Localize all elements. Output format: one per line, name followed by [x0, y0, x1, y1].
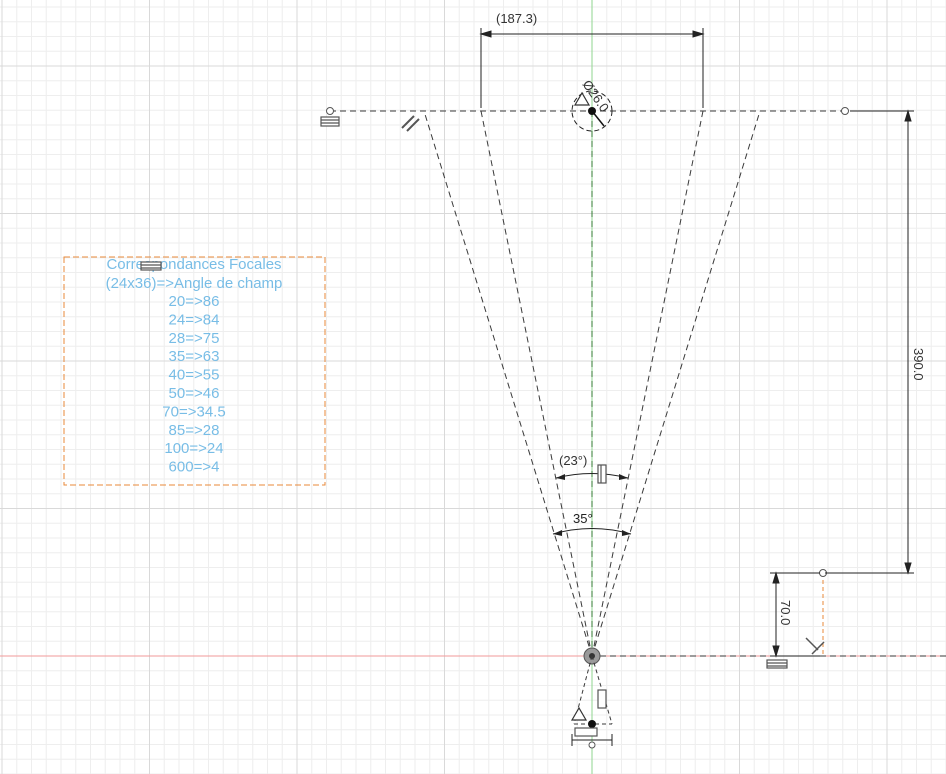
horizontal-constraint-icon[interactable] [140, 261, 162, 271]
height-dimension-label[interactable]: 390.0 [911, 348, 926, 381]
height-dimension[interactable] [825, 109, 914, 575]
focal-table-row: 85=>28 [169, 422, 220, 439]
focal-table-row: 100=>24 [164, 440, 223, 457]
focal-title-2: (24x36)=>Angle de champ [106, 275, 283, 292]
horizontal-constraint-icon[interactable] [320, 116, 340, 127]
diameter-leader [591, 110, 605, 127]
focal-table-row: 50=>46 [169, 385, 220, 402]
focal-table-row: 70=>34.5 [162, 403, 225, 420]
top-circle[interactable] [571, 90, 613, 132]
line-endpoint[interactable] [326, 107, 334, 115]
focal-table-text: Correspondances Focales (24x36)=>Angle d… [106, 256, 283, 476]
vertical-constraint-icon[interactable] [597, 689, 607, 709]
parallel-constraint-icon[interactable] [401, 115, 420, 132]
angle-ref-label[interactable]: (23°) [559, 453, 587, 468]
focal-table-row: 40=>55 [169, 367, 220, 384]
offset-dimension-label[interactable]: 70.0 [778, 600, 793, 625]
bottom-endpoint[interactable] [588, 741, 596, 749]
perpendicular-constraint-icon[interactable] [805, 637, 825, 655]
focal-table-row: 24=>84 [169, 311, 220, 328]
vertical-constraint-icon[interactable] [597, 464, 607, 484]
focal-table-row: 600=>4 [169, 459, 220, 476]
width-dimension[interactable] [479, 28, 705, 108]
horizontal-constraint-icon[interactable] [574, 727, 598, 737]
tangent-constraint-icon[interactable] [570, 706, 588, 721]
angle-label[interactable]: 35° [573, 511, 593, 526]
focal-table-box[interactable] [63, 256, 326, 486]
line-endpoint[interactable] [841, 107, 849, 115]
focal-table-row: 28=>75 [169, 330, 220, 347]
width-dimension-label[interactable]: (187.3) [496, 11, 537, 26]
focal-title-1: Correspondances Focales [106, 256, 281, 273]
focal-table-row: 35=>63 [169, 348, 220, 365]
bottom-circle-center[interactable] [588, 720, 596, 728]
field-of-view-lines[interactable] [423, 110, 761, 657]
bottom-width-dimension[interactable] [571, 734, 613, 746]
horizontal-constraint-icon[interactable] [766, 659, 788, 669]
tangent-constraint-icon[interactable] [573, 91, 591, 106]
focal-table-row: 20=>86 [169, 293, 220, 310]
offset-dimension[interactable] [770, 571, 820, 658]
